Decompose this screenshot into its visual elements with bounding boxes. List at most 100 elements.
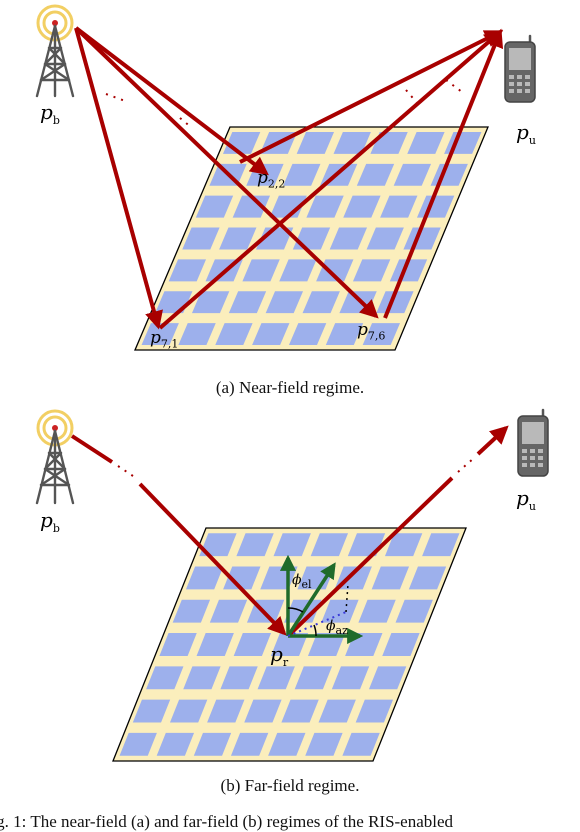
ris-element [119, 732, 157, 756]
ris-element [343, 195, 381, 218]
ris-element [371, 566, 410, 590]
ris-element [306, 195, 344, 218]
ris-element [178, 323, 216, 346]
ris-element [382, 633, 420, 656]
angle-axes [279, 554, 364, 645]
bs-label-b: pb [40, 508, 60, 535]
ris-element [273, 533, 311, 557]
ris-element [325, 323, 364, 346]
ris-element [255, 227, 294, 250]
ris-element [156, 732, 195, 756]
ris-element [146, 666, 184, 690]
ris-element [356, 163, 395, 186]
ris-element [185, 566, 224, 590]
ris-element [199, 533, 237, 557]
ris-element [191, 291, 230, 314]
ris-element [207, 699, 245, 723]
ris-element [366, 227, 404, 250]
caption-panel-a: (a) Near-field regime. [215, 378, 365, 397]
ris-element [269, 195, 307, 218]
panel-far-field [35, 408, 549, 762]
ris-element [384, 533, 423, 557]
ris-element [182, 227, 220, 250]
user-phone-icon [504, 34, 536, 103]
element-label-p71: p7,1 [150, 328, 179, 351]
panel-near-field [35, 4, 536, 351]
base-station-tower-icon [35, 4, 75, 98]
bs-label-a: pb [40, 100, 60, 127]
ris-element [318, 699, 356, 723]
ris-element [169, 699, 208, 723]
ris-element [242, 259, 280, 282]
ris-element [193, 732, 232, 756]
ris-element [209, 599, 248, 623]
ris-element [196, 633, 234, 656]
ris-center-label: pr [270, 642, 289, 669]
projection-line [287, 611, 347, 637]
ris-element [389, 259, 428, 282]
elevation-angle-arc [287, 607, 304, 613]
ris-element [168, 259, 207, 282]
figure-caption: Fig. 1: The near-field (a) and far-field… [0, 812, 454, 831]
ris-element [215, 323, 253, 346]
ray-continuation-dots [105, 79, 463, 129]
ris-element [331, 666, 370, 690]
ris-element [422, 533, 460, 557]
ris-surface-near-field [134, 126, 489, 351]
ris-element [393, 163, 432, 186]
ray-p71-to-ue [158, 29, 503, 330]
ris-element [270, 633, 309, 656]
elevation-angle-label: ϕel [292, 572, 312, 591]
ris-element [228, 291, 267, 314]
ris-element [352, 259, 391, 282]
ray-ue-segment-end [476, 425, 509, 456]
ris-element [380, 195, 418, 218]
ray-bs-to-p22 [74, 26, 269, 176]
ris-element [376, 291, 414, 314]
ray-gap-dots [457, 457, 475, 473]
ris-element [223, 566, 261, 590]
ris-element [408, 566, 447, 590]
ris-element [395, 599, 433, 623]
ris-element [329, 227, 368, 250]
ris-element [407, 131, 445, 154]
ris-element [362, 323, 401, 346]
element-label-p76: p7,6 [357, 320, 386, 343]
ris-element [233, 633, 272, 656]
ris-element [302, 291, 340, 314]
ris-element [232, 195, 271, 218]
incident-and-reflected-rays [74, 26, 504, 330]
ris-element [195, 195, 234, 218]
ris-element [333, 131, 371, 154]
ris-element [244, 699, 282, 723]
ris-element [132, 699, 171, 723]
ris-element [172, 599, 211, 623]
ris-element [342, 732, 380, 756]
base-station-tower-icon [35, 409, 75, 505]
ris-element [183, 666, 221, 690]
ris-element [358, 599, 396, 623]
azimuth-angle-arc [313, 624, 317, 637]
ris-element [288, 323, 327, 346]
ris-element [219, 227, 257, 250]
ris-element [265, 291, 304, 314]
ray-ris-to-ue [286, 476, 454, 638]
ris-element [296, 131, 335, 154]
ris-element [279, 259, 317, 282]
ris-element [307, 633, 346, 656]
ris-element [294, 666, 333, 690]
ris-element [257, 666, 295, 690]
ris-element [283, 163, 321, 186]
ris-element [321, 599, 359, 623]
ris-element [310, 533, 349, 557]
ris-element [252, 323, 290, 346]
ue-label-b: pu [516, 486, 536, 513]
ris-element [220, 666, 258, 690]
element-label-p22: p2,2 [257, 168, 286, 191]
ray-gap-dots [117, 465, 137, 479]
ris-element [281, 699, 319, 723]
ris-element [305, 732, 343, 756]
ris-element [236, 533, 274, 557]
ue-label-a: pu [516, 120, 536, 147]
